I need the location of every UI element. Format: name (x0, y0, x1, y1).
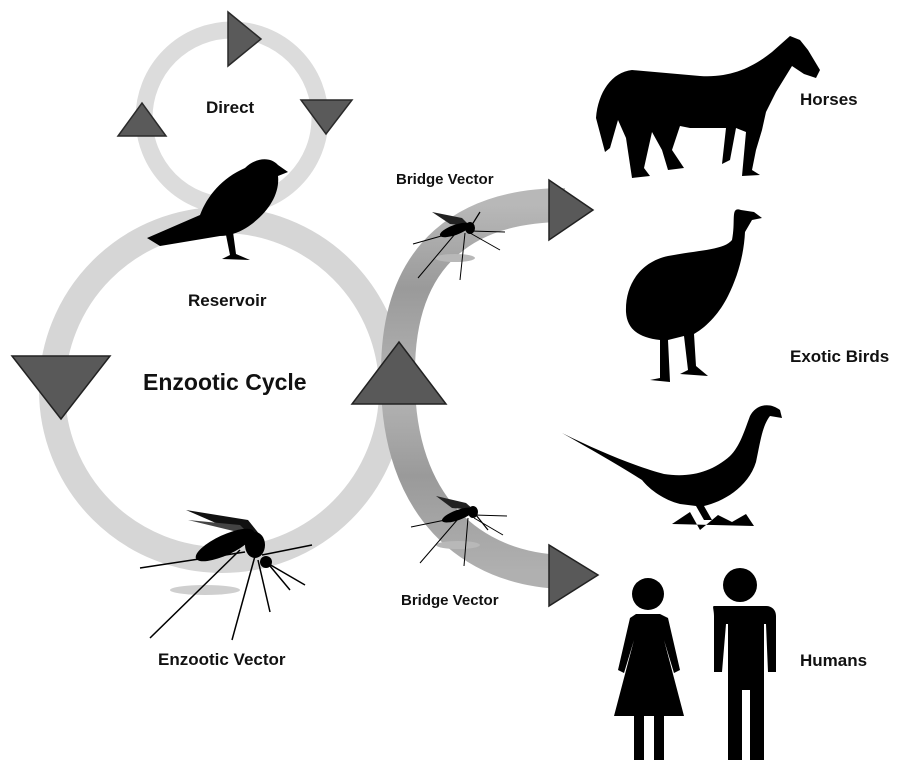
enzootic-cycle-label: Enzootic Cycle (143, 369, 307, 396)
direct-label: Direct (206, 98, 254, 118)
enzootic-arrow-right (352, 342, 446, 404)
reservoir-label: Reservoir (188, 291, 266, 311)
bridge-arc-lower (398, 380, 565, 572)
bridge-arrow-horses (549, 180, 593, 240)
humans-label: Humans (800, 651, 867, 671)
direct-arrow-left (118, 103, 166, 136)
emu-icon (626, 209, 762, 382)
exotic-birds-label: Exotic Birds (790, 347, 889, 367)
direct-arrow-top (228, 12, 261, 66)
pheasant-icon (562, 405, 782, 530)
bridge-vector-label-bottom: Bridge Vector (401, 592, 499, 609)
bridge-arrow-humans (549, 545, 598, 606)
man-icon (713, 568, 776, 760)
direct-arrow-right (301, 100, 352, 134)
bridge-vector-label-top: Bridge Vector (396, 171, 494, 188)
enzootic-arrow-left (12, 356, 110, 419)
woman-icon (614, 578, 684, 760)
enzootic-vector-label: Enzootic Vector (158, 650, 286, 670)
mosquito-icon (140, 510, 312, 640)
bridge-arc-upper (398, 205, 565, 372)
horses-label: Horses (800, 90, 858, 110)
horse-icon (596, 36, 820, 178)
